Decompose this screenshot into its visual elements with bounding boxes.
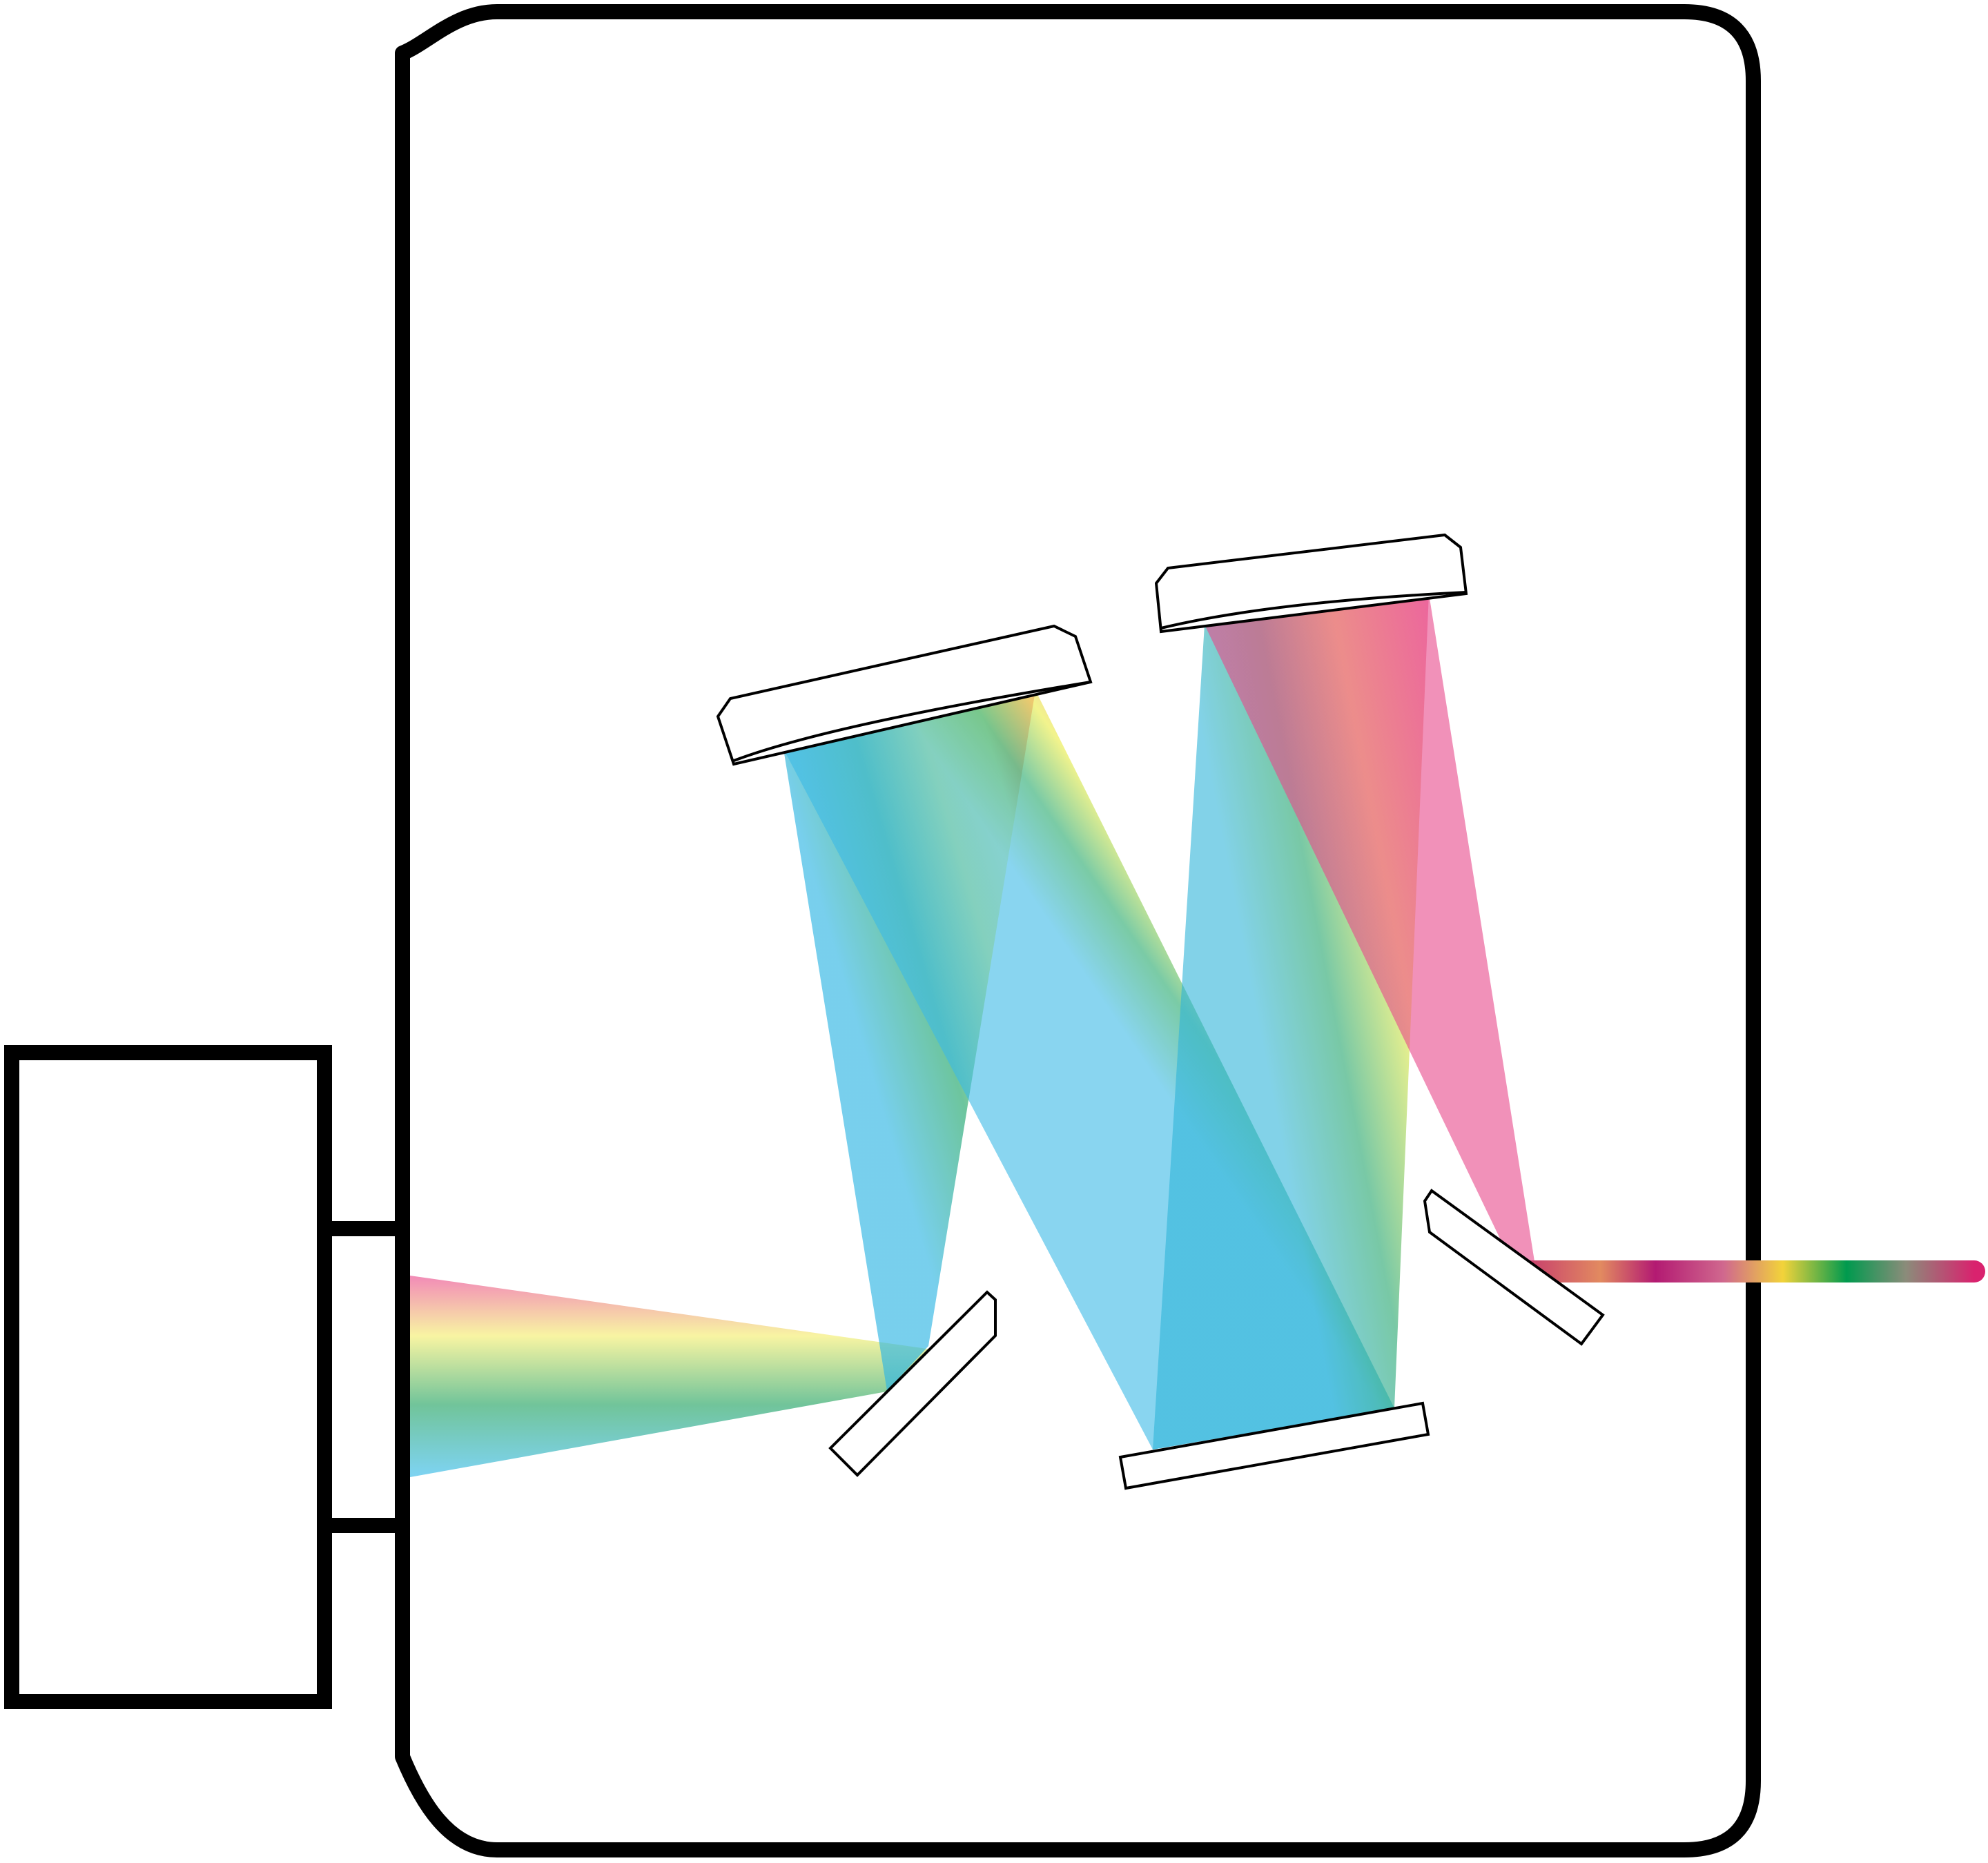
exit-beam bbox=[410, 1276, 932, 1477]
exit-slit bbox=[317, 1221, 410, 1533]
fold-mirror-2 bbox=[1423, 1189, 1605, 1346]
detector-housing bbox=[4, 1045, 332, 1709]
beam-mirror2-to-fold bbox=[1205, 594, 1536, 1270]
fold-mirror-1 bbox=[828, 1290, 997, 1477]
light-path bbox=[410, 594, 1536, 1477]
grating bbox=[1118, 1401, 1430, 1490]
concave-mirror-1-surface bbox=[733, 681, 1091, 762]
concave-mirror-2-surface bbox=[1160, 591, 1467, 630]
